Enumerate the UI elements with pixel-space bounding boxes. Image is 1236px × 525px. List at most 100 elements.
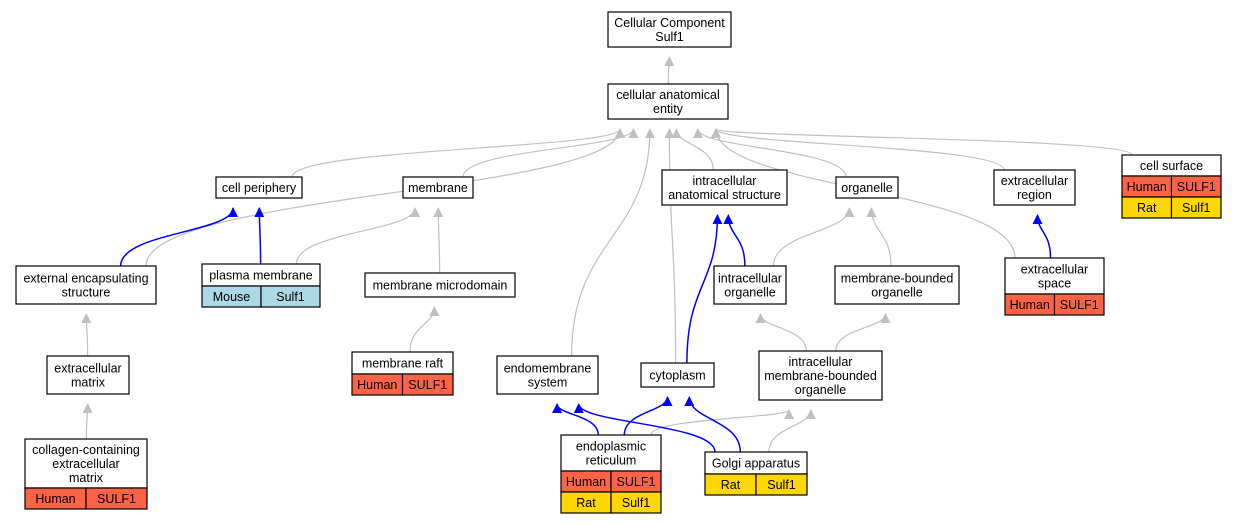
node-label: membrane-bounded <box>764 369 877 383</box>
edge-mb-organelle-to-organelle <box>866 207 892 267</box>
node-label: matrix <box>71 376 106 390</box>
annotation-cell <box>260 285 321 308</box>
species-label: Rat <box>576 496 596 510</box>
node-box <box>560 434 662 472</box>
node-label: intracellular <box>693 174 757 188</box>
node-box <box>661 169 788 206</box>
node-label: collagen-containing <box>32 443 140 457</box>
node-label: organelle <box>724 286 775 300</box>
node-label: entity <box>653 102 684 116</box>
edge-ecr-to-cae <box>711 128 1005 171</box>
species-label: Mouse <box>213 290 251 304</box>
edge-collagen-to-ec-matrix <box>82 403 93 440</box>
node-label: system <box>528 376 568 390</box>
gene-label: Sulf1 <box>1182 201 1211 215</box>
node-box <box>607 11 732 48</box>
edge-ec-matrix-to-ecs <box>81 313 92 357</box>
edge-ecs-to-cell-periphery <box>119 207 239 267</box>
edge-ecs-to-cae <box>145 128 625 267</box>
edge-cytoplasm-to-cae <box>664 128 677 364</box>
edge-er-to-imbo <box>650 409 794 436</box>
node-box <box>835 176 899 199</box>
species-label: Human <box>1010 298 1050 312</box>
edges-layer <box>81 56 1133 453</box>
node-label: space <box>1038 277 1071 291</box>
edge-organelle-to-cae <box>692 128 847 178</box>
edge-golgi-to-cytoplasm <box>684 396 742 453</box>
edge-plasma-membrane-to-membrane <box>295 207 420 265</box>
species-label: Human <box>1127 180 1167 194</box>
gene-label: SULF1 <box>97 492 136 506</box>
edge-cytoplasm-to-ias <box>686 214 723 364</box>
node-label: external encapsulating <box>23 272 148 286</box>
node-box <box>713 265 787 305</box>
edge-imbo-to-ic-organelle <box>755 313 807 352</box>
node-label: plasma membrane <box>209 269 313 283</box>
gene-label: SULF1 <box>617 475 656 489</box>
edge-endomembrane-to-cae <box>571 128 655 357</box>
annotation-cell <box>755 473 808 496</box>
node-box <box>402 176 474 199</box>
node-label: intracellular <box>718 272 782 286</box>
edge-ic-organelle-to-organelle <box>772 207 855 267</box>
gene-label: Sulf1 <box>767 478 796 492</box>
annotation-cell <box>1170 196 1222 219</box>
gene-label: SULF1 <box>1060 298 1099 312</box>
edge-ec-space-to-ecr <box>1032 214 1052 259</box>
node-cell-periphery: cell periphery <box>215 176 303 199</box>
node-label: Sulf1 <box>655 30 684 44</box>
edge-membrane-to-cae <box>462 128 639 178</box>
species-label: Rat <box>1137 201 1157 215</box>
node-box <box>496 355 599 395</box>
edge-membrane-raft-to-mem-microdomain <box>409 306 440 353</box>
edge-cell-periphery-to-cae <box>291 128 625 178</box>
node-collagen: collagen-containingextracellularmatrixHu… <box>24 438 148 510</box>
node-label: extracellular <box>1021 263 1088 277</box>
node-label: membrane raft <box>362 357 444 371</box>
node-label: Cellular Component <box>614 16 725 30</box>
node-box <box>834 265 960 305</box>
node-label: matrix <box>69 471 104 485</box>
node-label: structure <box>62 286 111 300</box>
gene-label: SULF1 <box>408 378 447 392</box>
node-label: cellular anatomical <box>616 88 720 102</box>
node-box <box>607 83 729 120</box>
node-label: organelle <box>871 286 922 300</box>
node-label: intracellular <box>789 355 853 369</box>
node-label: organelle <box>841 181 892 195</box>
node-label: endoplasmic <box>576 440 646 454</box>
node-organelle: organelle <box>835 176 899 199</box>
node-box <box>758 350 883 401</box>
species-label: Human <box>35 492 75 506</box>
species-label: Human <box>566 475 606 489</box>
edge-er-to-endomembrane <box>552 403 600 436</box>
edge-er-to-cytoplasm <box>623 396 673 436</box>
node-box <box>640 362 715 388</box>
node-label: organelle <box>795 383 846 397</box>
edge-golgi-to-endomembrane <box>573 403 716 453</box>
node-label: endomembrane <box>504 362 592 376</box>
node-label: cell surface <box>1140 159 1203 173</box>
annotation-cell <box>85 487 148 510</box>
gene-label: SULF1 <box>1177 180 1216 194</box>
node-label: extracellular <box>54 362 121 376</box>
node-box <box>24 438 148 489</box>
node-label: membrane-bounded <box>841 272 954 286</box>
gene-label: Sulf1 <box>622 496 651 510</box>
species-label: Rat <box>721 478 741 492</box>
node-label: extracellular <box>52 457 119 471</box>
